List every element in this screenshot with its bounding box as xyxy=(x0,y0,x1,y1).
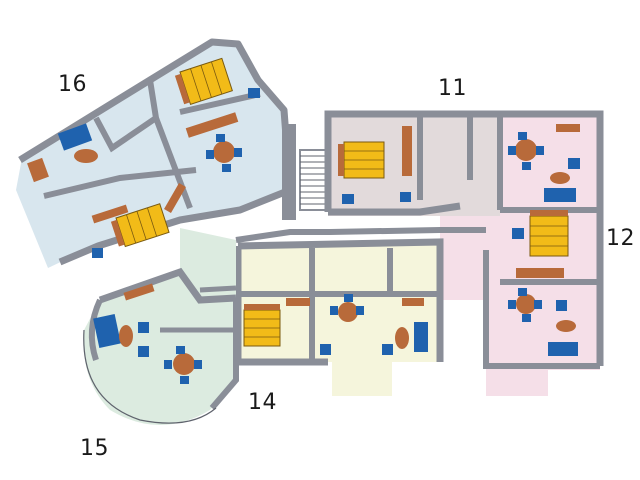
unit-15-wall xyxy=(98,267,237,304)
unit-11-wall xyxy=(328,202,461,216)
chair xyxy=(508,146,516,155)
coffee-table xyxy=(550,172,570,184)
armchair xyxy=(382,344,393,355)
chair xyxy=(180,376,189,384)
unit-16-inner-wall xyxy=(179,91,261,115)
coffee-table xyxy=(556,320,576,332)
chair xyxy=(344,294,353,302)
armchair xyxy=(400,192,411,202)
unit-16 xyxy=(16,38,294,268)
unit-label-14: 14 xyxy=(248,390,277,415)
unit-15-wall xyxy=(88,298,103,361)
chair xyxy=(522,162,531,170)
sideboard xyxy=(123,283,155,301)
dining-table xyxy=(173,353,195,375)
bed xyxy=(529,210,569,257)
dining-table xyxy=(515,139,537,161)
sideboard xyxy=(91,204,129,224)
armchair xyxy=(138,322,149,333)
unit-label-16: 16 xyxy=(58,72,87,97)
armchair xyxy=(92,248,103,258)
unit-16-inner-wall xyxy=(93,79,160,153)
chair xyxy=(194,360,202,369)
unit-16-inner-wall xyxy=(43,167,197,199)
unit-15-wall xyxy=(209,298,239,410)
armchair xyxy=(568,158,580,169)
wardrobe xyxy=(286,298,310,306)
chair xyxy=(206,150,214,159)
unit-12 xyxy=(440,110,604,396)
sideboard xyxy=(556,124,580,132)
chair xyxy=(508,300,516,309)
sofa xyxy=(93,314,121,348)
sofa xyxy=(544,188,576,202)
coffee-table xyxy=(395,327,409,349)
armchair xyxy=(342,194,354,204)
unit-11 xyxy=(324,110,508,216)
armchair xyxy=(556,300,567,311)
dining-table xyxy=(516,294,536,314)
bed xyxy=(243,304,281,347)
coffee-table xyxy=(119,325,133,347)
chair xyxy=(216,134,225,142)
unit-15 xyxy=(83,228,239,425)
chair xyxy=(536,146,544,155)
bed xyxy=(174,57,233,105)
sofa xyxy=(548,342,578,356)
wardrobe xyxy=(516,268,564,278)
dining-table xyxy=(338,302,358,322)
chair xyxy=(164,360,172,369)
unit-label-12: 12 xyxy=(606,226,635,251)
unit-14-wall xyxy=(237,238,444,362)
chair xyxy=(176,346,185,354)
unit-12-wall xyxy=(483,250,600,369)
dining-table xyxy=(213,141,235,163)
chair xyxy=(518,288,527,296)
chair xyxy=(356,306,364,315)
desk xyxy=(27,157,49,183)
armchair xyxy=(248,88,260,98)
chair xyxy=(330,306,338,315)
chair xyxy=(234,148,242,157)
armchair xyxy=(512,228,524,239)
unit-14 xyxy=(234,238,444,396)
unit-11-wall xyxy=(324,110,508,212)
sofa xyxy=(57,123,93,151)
chair xyxy=(522,314,531,322)
unit-label-11: 11 xyxy=(438,76,467,101)
chair xyxy=(222,164,231,172)
corridor-wall xyxy=(199,285,237,293)
bed xyxy=(110,203,170,248)
sofa xyxy=(414,322,428,352)
chair xyxy=(518,132,527,140)
corridor-wall xyxy=(235,227,486,243)
armchair xyxy=(320,344,331,355)
wardrobe xyxy=(185,112,239,138)
bed xyxy=(338,141,385,179)
unit-15-balcony-arc xyxy=(83,329,217,424)
wardrobe xyxy=(164,183,186,213)
sideboard xyxy=(402,298,424,306)
unit-15-floor xyxy=(83,228,236,425)
chair xyxy=(534,300,542,309)
unit-label-15: 15 xyxy=(80,436,109,461)
wardrobe xyxy=(402,126,412,176)
armchair xyxy=(138,346,149,357)
coffee-table xyxy=(74,149,98,163)
unit-16-inner-wall xyxy=(153,116,193,210)
staircase xyxy=(282,124,331,220)
